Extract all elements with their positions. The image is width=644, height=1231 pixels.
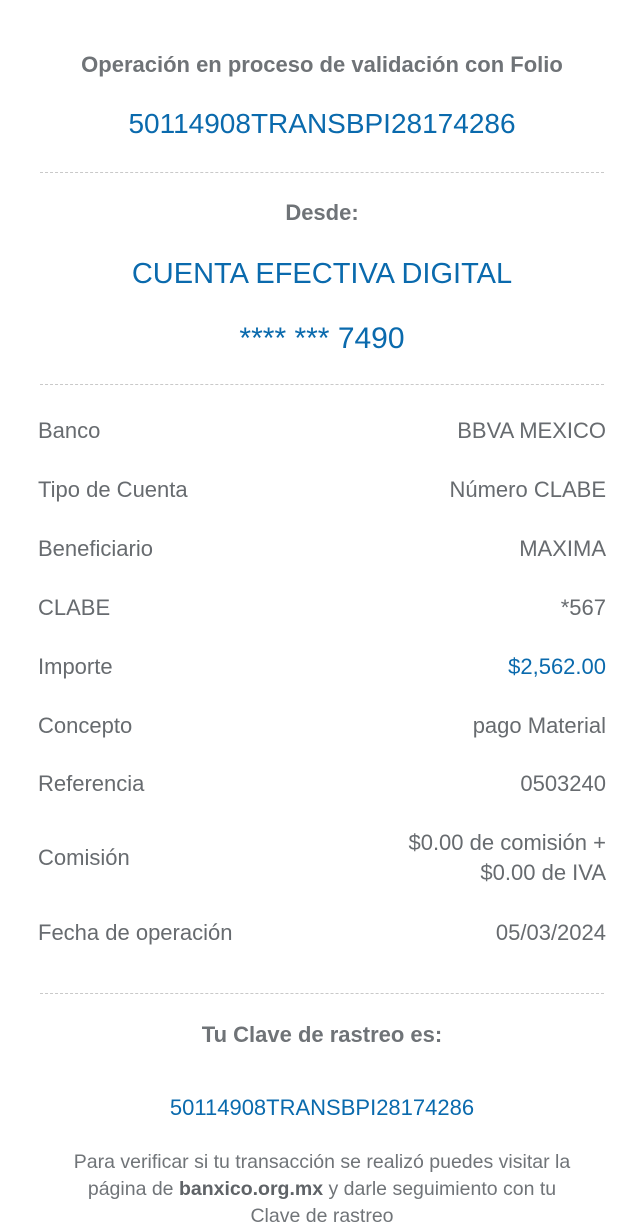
tracking-code: 50114908TRANSBPI28174286 [169, 1095, 475, 1120]
banxico-link[interactable]: banxico.org.mx [178, 1178, 324, 1200]
detail-value: *567 [560, 595, 606, 620]
info-text: Para verificar si tu transacción se real… [73, 1151, 571, 1200]
detail-row-beneficiario: Beneficiario MAXIMA [38, 534, 606, 564]
detail-value: 05/03/2024 [495, 920, 606, 945]
detail-row-fecha: Fecha de operación 05/03/2024 [38, 918, 606, 948]
amount-value: $2,562.00 [508, 654, 606, 679]
detail-row-concepto: Concepto pago Material [38, 711, 606, 741]
tracking-label: Tu Clave de rastreo es: [201, 1022, 443, 1047]
detail-row-banco: Banco BBVA MEXICO [38, 416, 606, 446]
detail-value: $0.00 de comisión + $0.00 de IVA [408, 828, 606, 888]
detail-value: MAXIMA [519, 536, 606, 561]
detail-row-referencia: Referencia 0503240 [38, 769, 606, 799]
divider [40, 172, 604, 173]
detail-row-clabe: CLABE *567 [38, 593, 606, 623]
detail-label: Importe [38, 654, 113, 679]
from-label: Desde: [285, 200, 359, 225]
detail-label: Fecha de operación [38, 920, 233, 945]
commission-line: $0.00 de comisión + [408, 830, 606, 855]
account-name: CUENTA EFECTIVA DIGITAL [131, 258, 513, 290]
detail-label: Concepto [38, 713, 133, 738]
account-number-masked: **** *** 7490 [239, 322, 405, 355]
detail-value: BBVA MEXICO [457, 418, 606, 443]
divider [40, 384, 604, 385]
detail-label: Beneficiario [38, 536, 153, 561]
folio-number: 50114908TRANSBPI28174286 [128, 108, 516, 139]
detail-label: Tipo de Cuenta [38, 477, 188, 502]
detail-value: pago Material [472, 713, 606, 738]
detail-value: Número CLABE [449, 477, 606, 502]
tracking-info: Para verificar si tu transacción se real… [70, 1149, 574, 1230]
detail-label: Comisión [38, 845, 130, 870]
detail-label: CLABE [38, 595, 111, 620]
operation-status-title: Operación en proceso de validación con F… [81, 52, 563, 77]
detail-value: 0503240 [520, 771, 606, 796]
detail-row-comision: Comisión $0.00 de comisión + $0.00 de IV… [38, 828, 606, 888]
detail-row-importe: Importe $2,562.00 [38, 652, 606, 682]
detail-label: Referencia [38, 771, 145, 796]
divider [40, 993, 604, 994]
detail-label: Banco [38, 418, 101, 443]
info-text: y darle seguimiento con tu Clave de rast… [250, 1178, 557, 1227]
iva-line: $0.00 de IVA [480, 860, 606, 885]
detail-row-tipo-cuenta: Tipo de Cuenta Número CLABE [38, 475, 606, 505]
